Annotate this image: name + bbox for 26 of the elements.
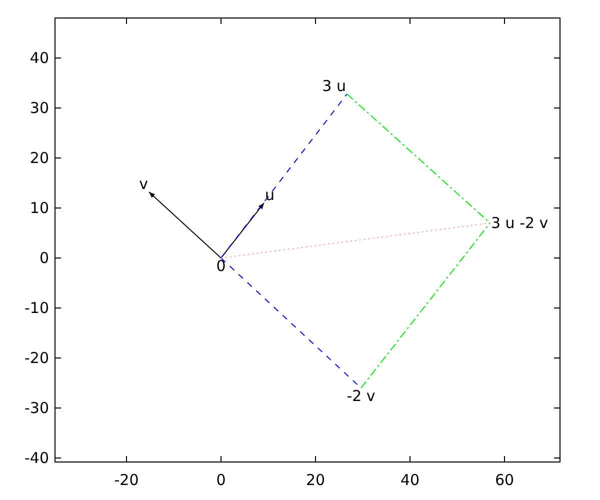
dashed-line (360, 222, 490, 388)
point-label: u (264, 187, 276, 203)
axis-tick-label: 0 (38, 250, 49, 266)
point-label: v (138, 176, 149, 192)
point-label: -2 v (346, 388, 376, 404)
axis-tick-label: 10 (28, 200, 49, 216)
axis-tick-label: 40 (399, 472, 421, 488)
dashed-line (220, 222, 490, 258)
axis-tick-label: -30 (24, 400, 49, 416)
point-label: 0 (215, 258, 227, 274)
axis-tick-label: -20 (113, 472, 140, 488)
axis-tick-label: 30 (28, 100, 49, 116)
axis-tick-label: -20 (24, 350, 49, 366)
dashed-line (220, 94, 348, 258)
axis-tick-label: -10 (24, 300, 49, 316)
axis-tick-label: 60 (494, 472, 516, 488)
axis-tick-label: 20 (28, 150, 49, 166)
axis-tick-label: -40 (24, 450, 49, 466)
point-label: 3 u -2 v (490, 215, 550, 231)
axis-tick-label: 20 (304, 472, 326, 488)
vector-arrow (148, 192, 222, 258)
dashed-line (346, 94, 490, 224)
axis-tick-label: 0 (215, 472, 227, 488)
axis-tick-label: 40 (28, 50, 49, 66)
vector-arrow (220, 202, 264, 258)
point-label: 3 u (321, 78, 347, 94)
